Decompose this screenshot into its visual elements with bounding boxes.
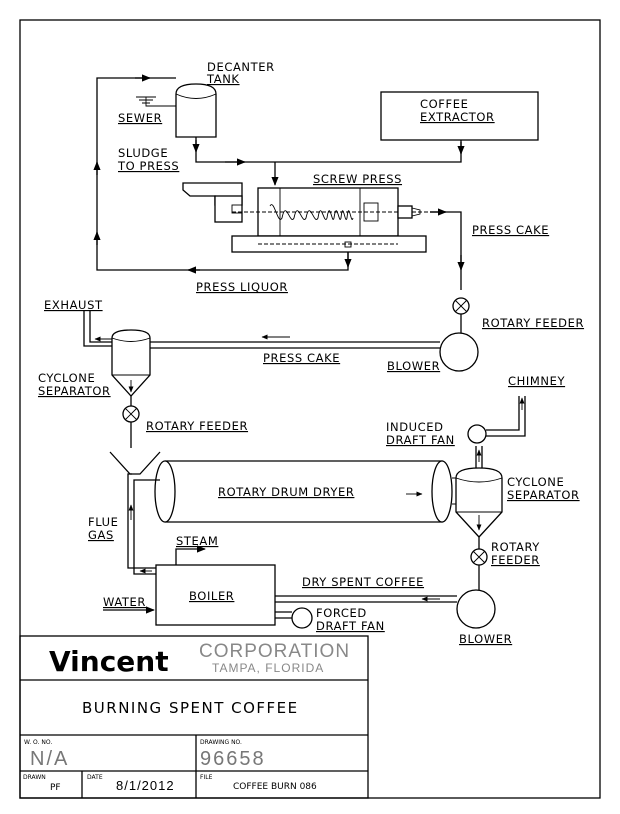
file-value: COFFEE BURN 086 xyxy=(233,782,317,792)
blower-top xyxy=(439,332,479,372)
flue-gas-label-1: FLUE xyxy=(88,515,119,529)
cyclone-separator-left xyxy=(111,329,151,397)
cyclone-left-label-1: CYCLONE xyxy=(38,371,95,385)
drawn-value: PF xyxy=(50,783,61,793)
exhaust-line xyxy=(83,310,112,347)
rotary-feeder-right-label-1: ROTARY xyxy=(491,540,540,554)
forced-draft-fan-label-2: DRAFT FAN xyxy=(316,619,385,633)
press-cake-top-label: PRESS CAKE xyxy=(472,223,549,237)
drawing-title: BURNING SPENT COFFEE xyxy=(82,699,299,717)
forced-draft-fan-label-1: FORCED xyxy=(316,606,367,620)
dry-spent-coffee-line xyxy=(275,595,457,603)
dryer-inlet-chute xyxy=(109,451,161,475)
rotary-feeder-right xyxy=(470,548,488,566)
steam-label: STEAM xyxy=(176,534,218,548)
press-liquor-label: PRESS LIQUOR xyxy=(196,280,288,294)
decanter-tank-label-2: TANK xyxy=(206,72,240,86)
cyclone-left-label-2: SEPARATOR xyxy=(38,384,111,398)
drawn-label: DRAWN xyxy=(23,774,46,781)
date-label: DATE xyxy=(87,774,103,781)
cyclone-to-fan-line xyxy=(475,446,483,468)
extractor-to-press-line xyxy=(195,137,462,163)
wo-value: N/A xyxy=(30,748,69,770)
rotary-feeder-left-label: ROTARY FEEDER xyxy=(146,419,248,433)
rotary-feeder-top-label: ROTARY FEEDER xyxy=(482,316,584,330)
sewer-label: SEWER xyxy=(118,111,162,125)
decanter-tank-label-1: DECANTER xyxy=(207,60,275,74)
induced-draft-fan-label-1: INDUCED xyxy=(386,420,444,434)
water-label: WATER xyxy=(103,595,146,609)
dry-spent-coffee-label: DRY SPENT COFFEE xyxy=(302,575,424,589)
cyclone-right-label-2: SEPARATOR xyxy=(507,488,580,502)
rotary-feeder-right-label-2: FEEDER xyxy=(491,553,540,567)
press-cake-transport-line xyxy=(145,341,440,349)
rotary-drum-dryer xyxy=(154,460,453,523)
decanter-tank xyxy=(175,83,217,138)
boiler-label: BOILER xyxy=(189,589,234,603)
press-cake-outflow-line xyxy=(430,211,462,290)
rotary-drum-dryer-label: ROTARY DRUM DRYER xyxy=(218,485,354,499)
sewer-line xyxy=(145,97,176,107)
cyclone-right-label-1: CYCLONE xyxy=(507,475,564,489)
press-cake-mid-label: PRESS CAKE xyxy=(263,351,340,365)
flue-gas-label-2: GAS xyxy=(88,528,114,542)
blower-bottom-label: BLOWER xyxy=(459,632,512,646)
drawing-no-label: DRAWING NO. xyxy=(200,739,242,746)
coffee-extractor-label-1: COFFEE xyxy=(420,97,468,111)
rotary-feeder-top xyxy=(452,297,470,315)
screw-press-label: SCREW PRESS xyxy=(313,172,402,186)
chimney-label: CHIMNEY xyxy=(508,374,565,388)
blower-bottom xyxy=(456,589,496,629)
cyclone-separator-right xyxy=(455,467,503,538)
sludge-label-2: TO PRESS xyxy=(117,159,179,173)
drawing-border xyxy=(19,19,601,799)
exhaust-label: EXHAUST xyxy=(44,298,103,312)
boiler xyxy=(155,564,276,626)
forced-draft-fan-line xyxy=(275,611,292,619)
date-value: 8/1/2012 xyxy=(116,778,175,793)
company-name: Vincent xyxy=(49,645,169,678)
coffee-extractor-label-2: EXTRACTOR xyxy=(420,110,495,124)
coffee-extractor xyxy=(380,91,539,141)
fan-to-chimney-line xyxy=(486,396,526,437)
induced-draft-fan-label-2: DRAFT FAN xyxy=(386,433,455,447)
blower-top-label: BLOWER xyxy=(387,359,440,373)
corporation-label: CORPORATION xyxy=(199,641,350,662)
file-label: FILE xyxy=(200,774,213,781)
screw-press xyxy=(182,182,430,253)
sludge-label-1: SLUDGE xyxy=(118,146,168,160)
drawing-no-value: 96658 xyxy=(200,748,266,770)
flue-gas-line xyxy=(127,473,160,575)
title-block xyxy=(19,635,369,799)
induced-draft-fan xyxy=(467,424,487,444)
wo-label: W. O. NO. xyxy=(24,739,52,746)
steam-line xyxy=(175,545,206,565)
ground-symbol xyxy=(136,96,156,104)
rotary-feeder-left xyxy=(122,405,140,423)
forced-draft-fan xyxy=(291,607,313,629)
location-label: TAMPA, FLORIDA xyxy=(212,661,324,675)
